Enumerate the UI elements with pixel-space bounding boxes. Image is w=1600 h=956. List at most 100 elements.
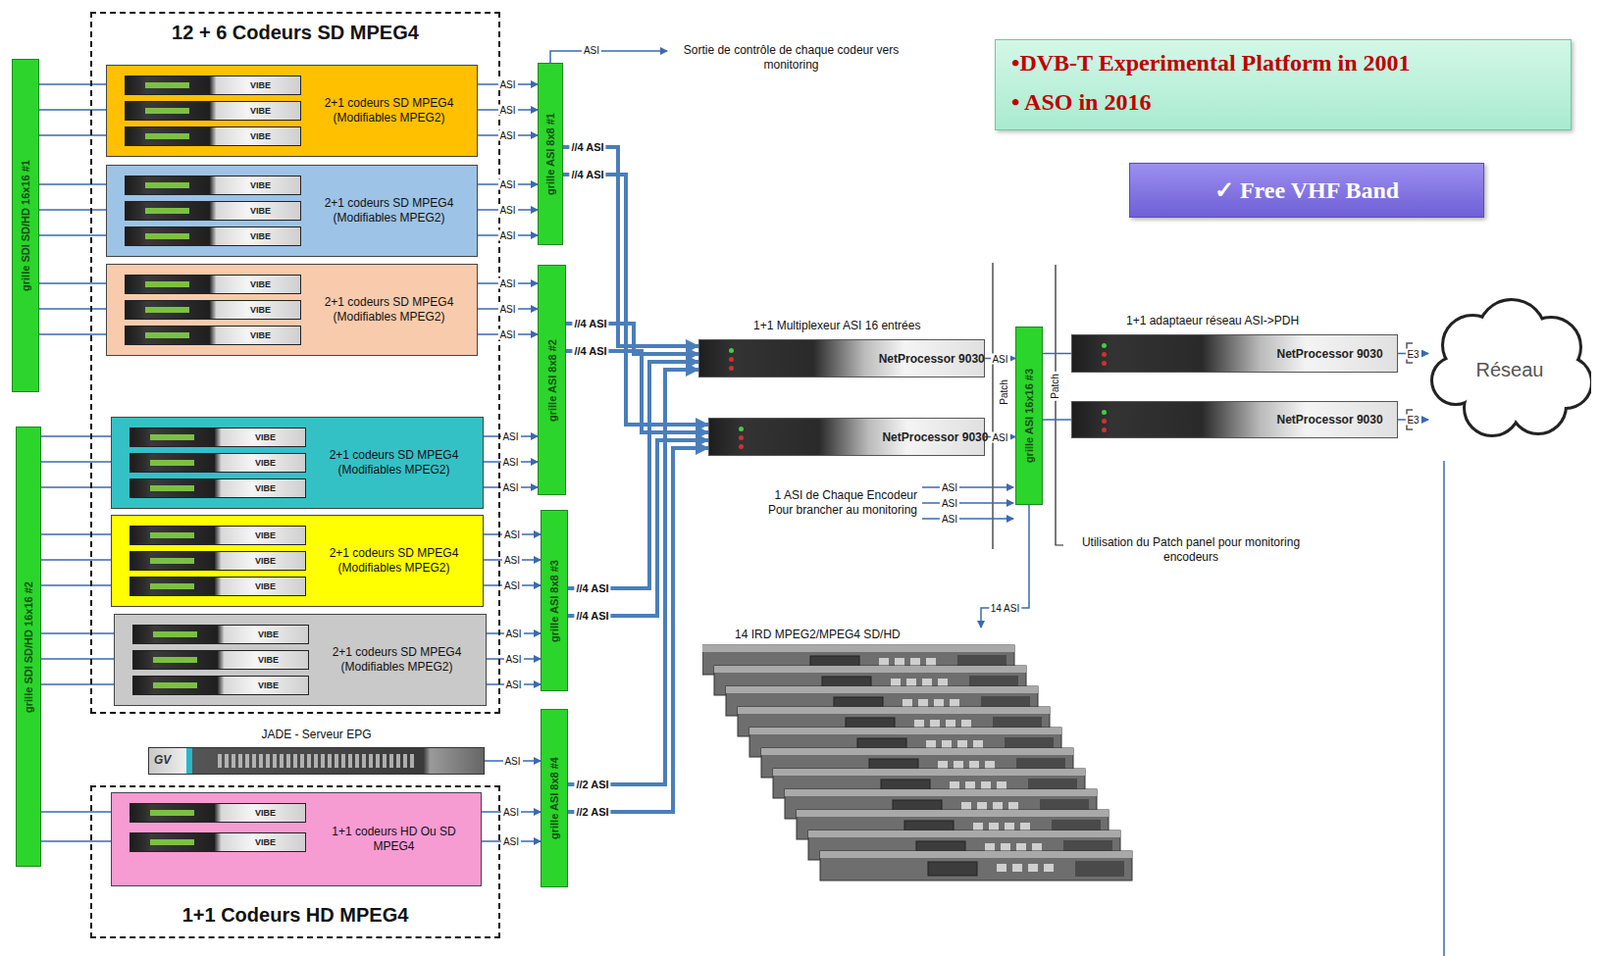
ird-button	[1004, 823, 1015, 831]
encoder-display	[150, 532, 195, 539]
brand-label: VIBE	[258, 654, 279, 667]
brand-label: VIBE	[255, 555, 276, 568]
edge-label: ASI	[497, 104, 517, 116]
encoder-unit	[129, 803, 307, 824]
encoder-display	[145, 281, 190, 288]
np-node: NetProcessor 9030	[1071, 401, 1398, 439]
edge-label: ASI	[503, 654, 523, 666]
enc-node: VIBEVIBEVIBE2+1 codeurs SD MPEG4 (Modifi…	[110, 515, 484, 608]
ird-button	[953, 761, 964, 770]
edge-label: ASI	[502, 580, 522, 592]
encoder-unit	[132, 624, 310, 645]
ird-button	[965, 781, 976, 790]
connector	[1042, 353, 1072, 356]
edge-label: //4 ASI	[571, 317, 609, 330]
ird-vent	[1075, 861, 1125, 878]
cloud-label: Réseau	[1476, 359, 1545, 382]
ird-top	[761, 748, 1074, 756]
edge-label: E3	[1404, 414, 1421, 426]
matrix-label: grille ASI 8x8 #2	[546, 339, 559, 422]
ird-top	[737, 707, 1050, 715]
np-node: 1+1 Multiplexeur ASI 16 entréesNetProces…	[698, 339, 985, 378]
patch-line	[991, 262, 993, 550]
enc-node: VIBEVIBEVIBE2+1 codeurs SD MPEG4 (Modifi…	[105, 263, 478, 357]
encoder-display	[153, 657, 198, 664]
ird-button	[926, 658, 936, 667]
brand-label: VIBE	[250, 179, 271, 192]
ird-button	[973, 823, 983, 831]
edge-label: ASI	[500, 482, 520, 494]
encoder-display	[150, 558, 195, 565]
encoder-display	[145, 307, 190, 313]
brand-label: VIBE	[250, 304, 271, 316]
note-line: •DVB-T Experimental Platform in 2001	[1011, 50, 1411, 77]
status-led	[1101, 352, 1107, 358]
ird-node: 14 IRD MPEG2/MPEG4 SD/HD	[702, 627, 1148, 898]
encoder-display	[150, 460, 195, 466]
ird-button	[937, 761, 948, 770]
stack-label: 14 IRD MPEG2/MPEG4 SD/HD	[734, 627, 901, 642]
encoder-unit	[124, 75, 302, 96]
edge-label: E3	[1404, 348, 1421, 360]
brand-label: VIBE	[250, 278, 271, 291]
connector	[41, 633, 114, 685]
encoder-unit	[124, 101, 302, 121]
highlight-text: ✓ Free VHF Band	[1214, 176, 1399, 205]
ird-button	[1000, 843, 1011, 852]
dash-node: 1+1 Codeurs HD MPEG4VIBEVIBE1+1 codeurs …	[90, 785, 501, 939]
status-led	[738, 426, 744, 432]
ird-button	[996, 781, 1007, 790]
connector	[1042, 418, 1072, 421]
group-title: 1+1 Codeurs HD MPEG4	[92, 904, 499, 928]
edge-label: //4 ASI	[568, 168, 606, 181]
matrix-label: grille SDI SD/HD 16x16 #2	[22, 581, 35, 714]
edge-label: ASI	[497, 304, 517, 315]
encoder-display	[145, 133, 190, 140]
enc-node: VIBEVIBEVIBE2+1 codeurs SD MPEG4 (Modifi…	[105, 64, 478, 157]
monitoring-wire	[922, 486, 1014, 489]
ird-stack	[702, 627, 1148, 898]
connector	[39, 84, 106, 136]
ird-button	[992, 802, 1003, 811]
matrix-label: grille ASI 16x16 #3	[1023, 368, 1035, 464]
ird-button	[961, 720, 972, 728]
brand-label: VIBE	[250, 205, 271, 217]
connector	[567, 448, 709, 813]
edge-label: //4 ASI	[571, 345, 609, 358]
encoder-display	[150, 839, 195, 846]
ird-button	[941, 740, 952, 749]
encoder-display	[145, 182, 190, 189]
brand-logo: GV	[154, 753, 171, 768]
monitoring-wire	[922, 502, 1014, 505]
edge-label: //4 ASI	[568, 141, 606, 154]
connector	[41, 812, 111, 842]
edge-label: //2 ASI	[573, 778, 611, 791]
encoder-unit	[129, 551, 307, 571]
matrix-label: grille ASI 8x8 #3	[548, 560, 561, 643]
enc-node: VIBEVIBEVIBE2+1 codeurs SD MPEG4 (Modifi…	[110, 416, 484, 510]
ird-button	[914, 720, 925, 728]
status-led	[1101, 343, 1107, 349]
connector	[563, 174, 709, 425]
edge-label: ASI	[503, 628, 523, 640]
edge-label: //4 ASI	[573, 610, 611, 622]
annotation: ASI	[581, 45, 602, 57]
ird-button	[929, 720, 940, 728]
matrix-label: grille ASI 8x8 #1	[544, 112, 557, 196]
encoder-caption: 2+1 codeurs SD MPEG4 (Modifiables MPEG2)	[315, 645, 478, 675]
ird-top	[714, 666, 1027, 673]
ird-top	[773, 769, 1085, 776]
patch-line	[1055, 264, 1064, 546]
brand-label: VIBE	[255, 431, 276, 444]
status-led	[1101, 418, 1107, 424]
ird-button	[1028, 864, 1038, 873]
ird-button	[902, 699, 913, 708]
connector	[567, 361, 699, 589]
brand-label: VIBE	[258, 679, 279, 692]
edge-label: ASI	[502, 529, 522, 541]
brand-label: VIBE	[250, 230, 271, 243]
brand-label: VIBE	[255, 529, 276, 542]
encoder-display	[150, 485, 195, 492]
monitoring-wire	[922, 517, 1014, 520]
